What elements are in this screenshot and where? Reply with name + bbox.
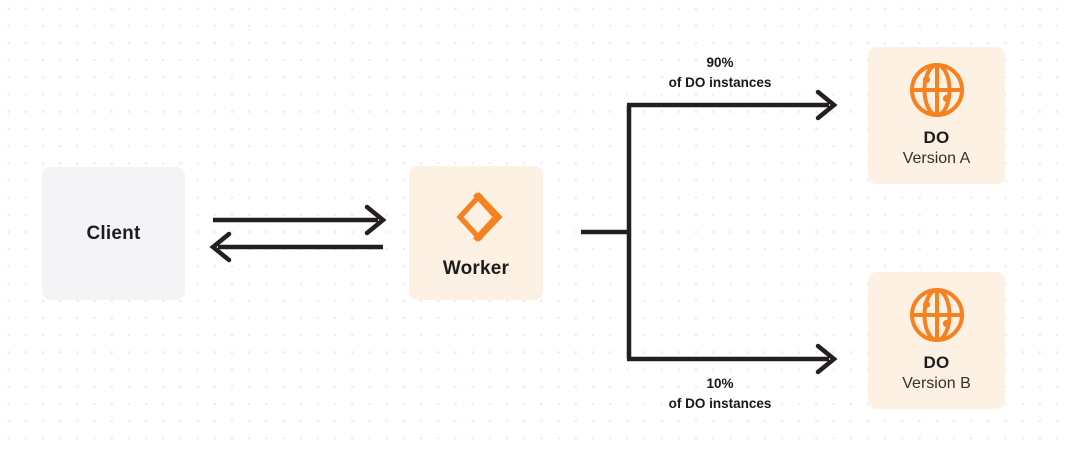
edge-label-do-a: 90% of DO instances: [669, 53, 772, 92]
node-do-version-a: DO Version A: [868, 47, 1005, 184]
node-do-version-b: DO Version B: [868, 272, 1005, 409]
cloudflare-workers-logo-icon: [445, 186, 507, 248]
client-label: Client: [86, 222, 141, 244]
edge-label-do-b: 10% of DO instances: [669, 374, 772, 413]
do-b-sublabel: Version B: [902, 374, 971, 392]
edge-label-do-a-caption: of DO instances: [668, 74, 772, 90]
globe-icon: [908, 61, 966, 119]
edge-label-do-b-caption: of DO instances: [668, 395, 772, 411]
do-b-label: DO: [923, 353, 950, 373]
edge-label-do-b-percent: 10%: [706, 376, 734, 391]
connector-worker-split: [581, 105, 632, 359]
globe-icon: [908, 286, 966, 344]
do-a-sublabel: Version A: [902, 149, 971, 167]
arrow-client-to-worker: [213, 204, 387, 236]
edge-label-do-a-percent: 90%: [706, 55, 734, 70]
worker-label: Worker: [442, 258, 510, 279]
arrow-worker-to-client: [209, 231, 383, 263]
arrow-worker-to-do-b: [627, 343, 838, 375]
node-worker: Worker: [409, 166, 543, 300]
arrow-worker-to-do-a: [627, 89, 838, 121]
node-client: Client: [42, 167, 185, 300]
do-a-label: DO: [923, 128, 950, 148]
